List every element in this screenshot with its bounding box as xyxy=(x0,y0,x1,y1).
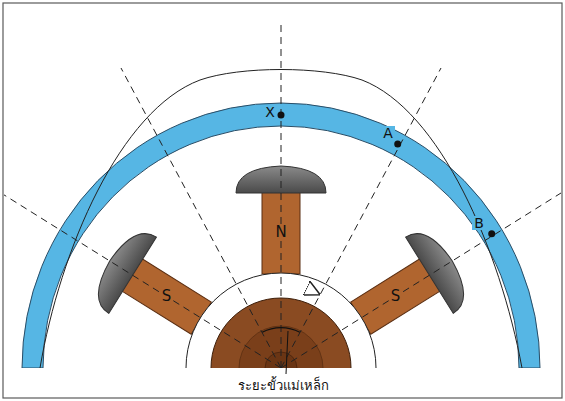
point-label: B xyxy=(472,216,486,231)
pole-label: S xyxy=(389,289,403,305)
rotation-arrow xyxy=(237,285,317,298)
pole-pitch-label: ระยะขั้วแม่เหล็ก xyxy=(236,379,331,393)
leader-line xyxy=(286,331,288,374)
pole-label: S xyxy=(160,289,174,305)
point-dot xyxy=(278,112,285,119)
armature-rotor xyxy=(211,298,351,368)
point-label: X xyxy=(263,105,277,120)
point-dot xyxy=(394,141,401,148)
point-dot xyxy=(488,230,495,237)
pole-label: N xyxy=(273,225,288,241)
point-label: A xyxy=(381,126,395,141)
pole-axis-lines xyxy=(4,22,561,368)
pole-pitch-arc xyxy=(262,328,300,333)
